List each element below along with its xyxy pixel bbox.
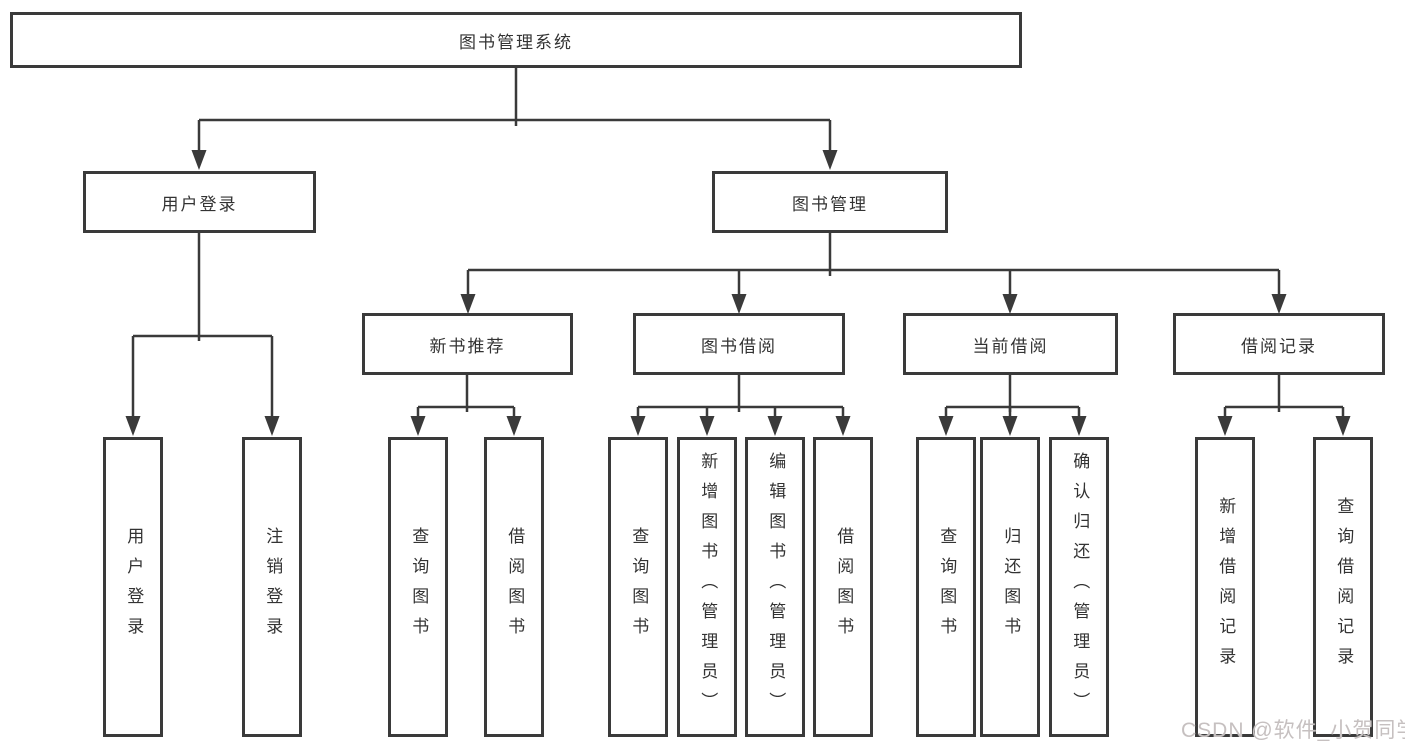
leaf-borrow-books-borrowing: 借阅图书 (813, 437, 873, 737)
leaf-return-books-label: 归还图书 (1001, 527, 1021, 647)
node-book-borrowing-label: 图书借阅 (701, 336, 777, 356)
node-library-system: 图书管理系统 (10, 12, 1022, 68)
leaf-logout: 注销登录 (242, 437, 302, 737)
leaf-query-books-borrowing: 查询图书 (608, 437, 668, 737)
leaf-borrow-books-borrowing-label: 借阅图书 (834, 527, 854, 647)
node-current-borrowing-label: 当前借阅 (972, 336, 1049, 356)
node-borrowing-records: 借阅记录 (1173, 313, 1385, 375)
leaf-query-books-current-label: 查询图书 (937, 527, 957, 647)
leaf-query-books-borrowing-label: 查询图书 (629, 527, 649, 647)
node-book-management-label: 图书管理 (792, 194, 868, 214)
watermark: CSDN @软件_小贺同学 (1181, 719, 1405, 742)
leaf-return-books: 归还图书 (980, 437, 1040, 737)
arrow-down-icons (125, 150, 1351, 436)
node-borrowing-records-label: 借阅记录 (1241, 336, 1317, 356)
leaf-add-borrow-record: 新增借阅记录 (1195, 437, 1255, 737)
leaf-logout-label: 注销登录 (263, 527, 283, 647)
leaf-add-book-admin-label: 新增图书（管理员） (698, 452, 718, 722)
node-library-system-label: 图书管理系统 (459, 32, 573, 52)
leaf-borrow-books-recommend-label: 借阅图书 (505, 527, 525, 647)
leaf-edit-book-admin: 编辑图书（管理员） (745, 437, 805, 737)
leaf-edit-book-admin-label: 编辑图书（管理员） (766, 452, 786, 722)
node-new-book-recommend-label: 新书推荐 (429, 336, 506, 356)
leaf-query-borrow-record-label: 查询借阅记录 (1334, 497, 1354, 677)
leaf-borrow-books-recommend: 借阅图书 (484, 437, 544, 737)
node-user-login-label: 用户登录 (161, 194, 238, 214)
leaf-user-login: 用户登录 (103, 437, 163, 737)
leaf-query-books-current: 查询图书 (916, 437, 976, 737)
leaf-query-books-recommend: 查询图书 (388, 437, 448, 737)
leaf-query-borrow-record: 查询借阅记录 (1313, 437, 1373, 737)
node-new-book-recommend: 新书推荐 (362, 313, 573, 375)
node-book-management: 图书管理 (712, 171, 948, 233)
leaf-confirm-return-admin-label: 确认归还（管理员） (1070, 452, 1090, 722)
node-user-login: 用户登录 (83, 171, 316, 233)
leaf-confirm-return-admin: 确认归还（管理员） (1049, 437, 1109, 737)
node-book-borrowing: 图书借阅 (633, 313, 845, 375)
leaf-user-login-label: 用户登录 (124, 527, 144, 647)
leaf-add-borrow-record-label: 新增借阅记录 (1216, 497, 1236, 677)
leaf-add-book-admin: 新增图书（管理员） (677, 437, 737, 737)
leaf-query-books-recommend-label: 查询图书 (409, 527, 429, 647)
node-current-borrowing: 当前借阅 (903, 313, 1118, 375)
